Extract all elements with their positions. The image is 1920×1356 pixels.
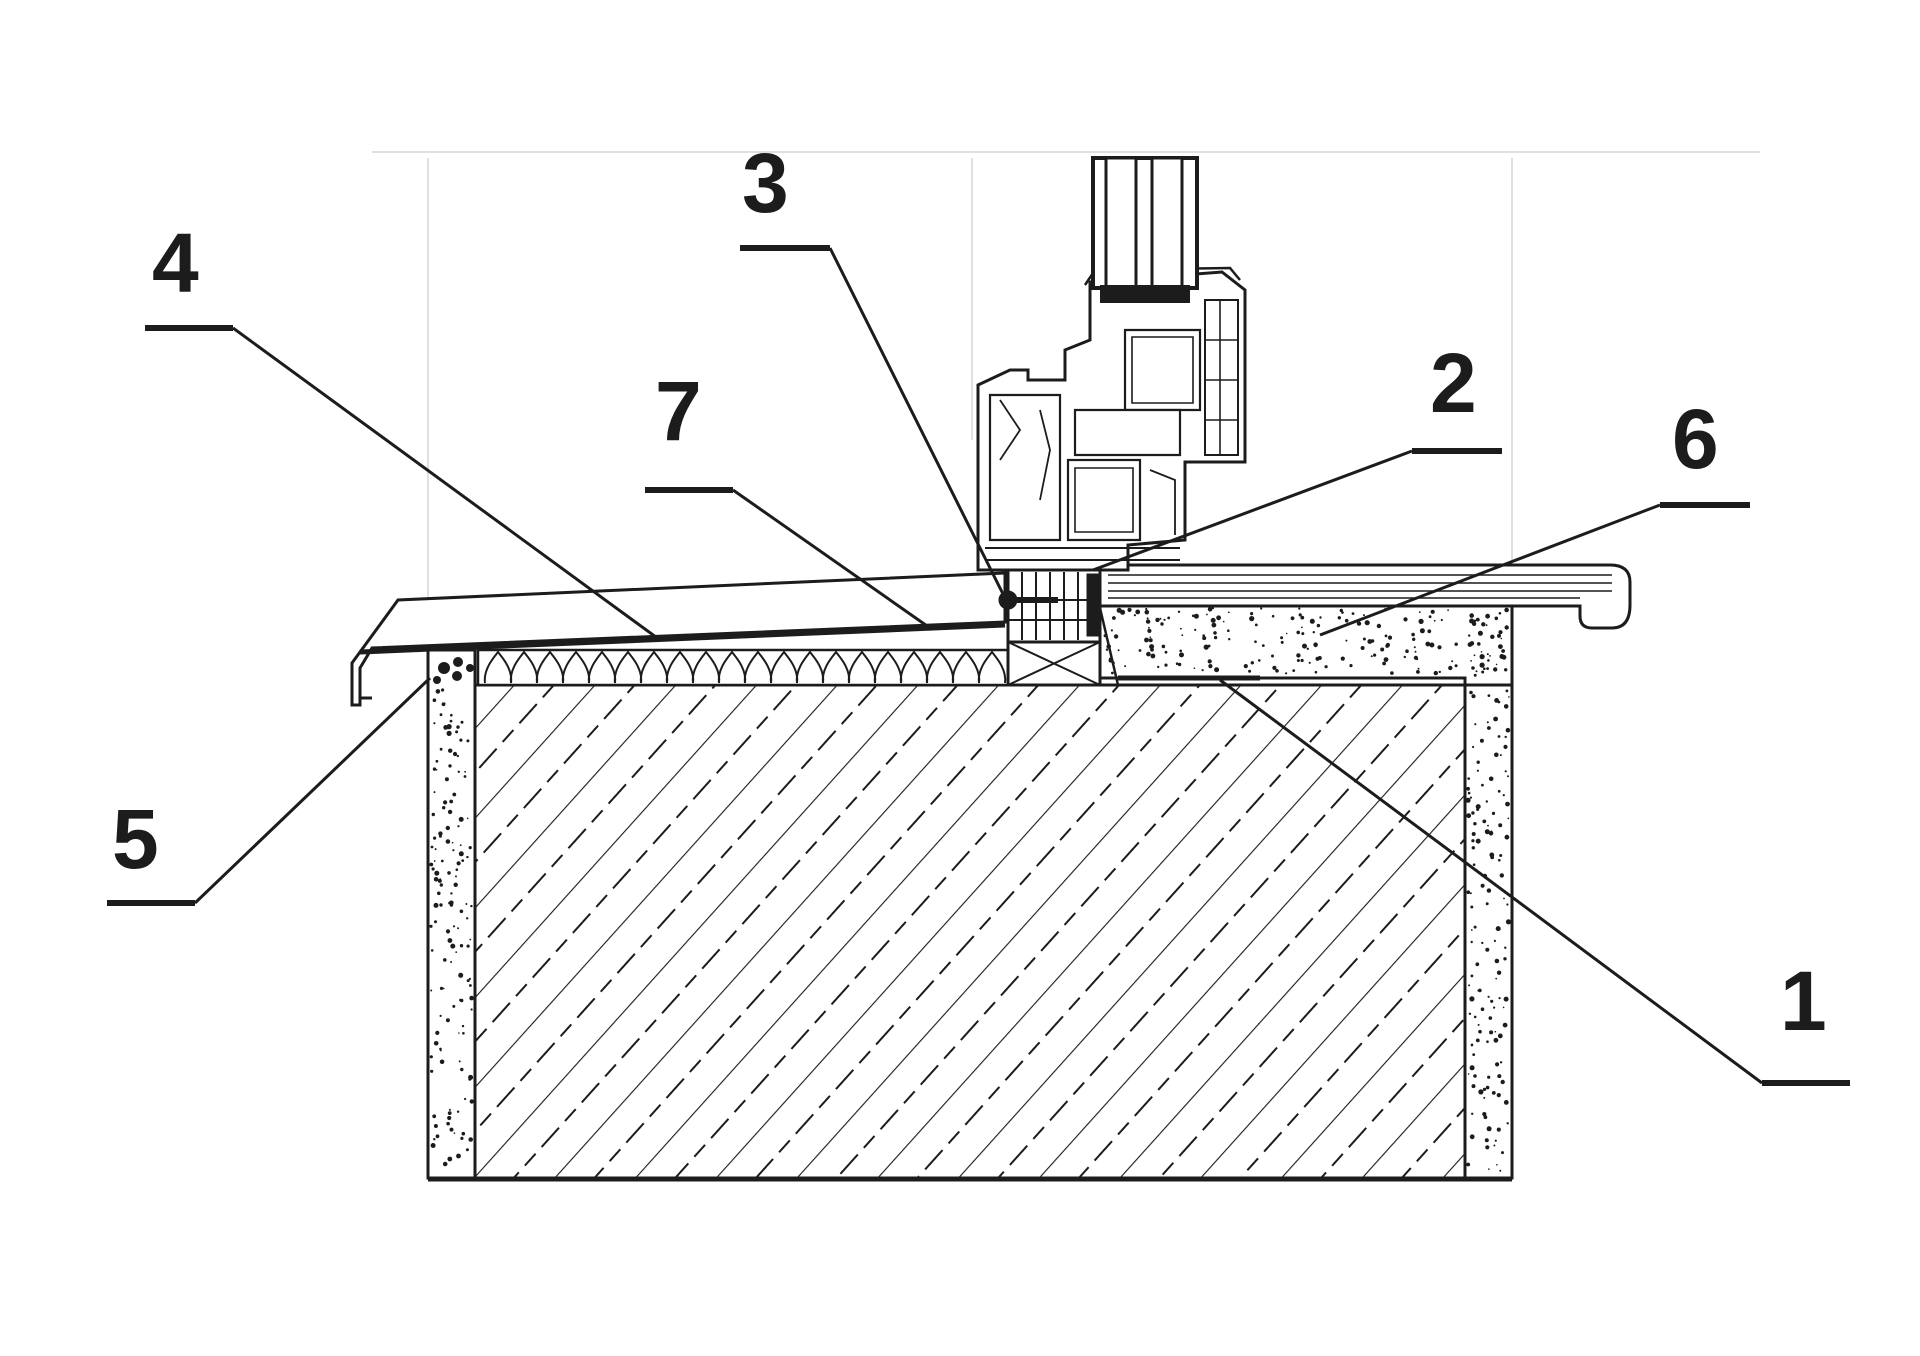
callout-6: 6: [1672, 392, 1719, 486]
masonry-wall: [473, 683, 1467, 1180]
leader-3: [828, 247, 1012, 609]
leader-7: [732, 488, 931, 630]
callout-7: 7: [655, 364, 702, 458]
callout-5: 5: [112, 792, 159, 886]
callout-1: 1: [1780, 954, 1827, 1048]
leader-1: [1219, 678, 1763, 1085]
leader-5: [193, 676, 432, 905]
callout-3: 3: [742, 136, 789, 230]
leader-6: [1319, 503, 1661, 637]
insulation-strip: [476, 648, 1010, 687]
leader-lines: [107, 245, 1850, 1086]
mounting-block: [1006, 607, 1260, 687]
callout-numbers: 1 2 3 4 5 6 7: [112, 136, 1827, 1048]
interior-window-board: [1098, 563, 1632, 630]
plaster-dots: [429, 607, 1512, 1172]
exterior-plaster: [426, 648, 477, 1180]
callout-2: 2: [1430, 336, 1477, 430]
sealing-cord: [433, 657, 474, 684]
exterior-sill: [350, 571, 1007, 707]
glazing-unit: [1091, 156, 1199, 303]
leader-2: [1092, 449, 1413, 572]
callout-4: 4: [152, 216, 199, 310]
window-frame-profile: [976, 266, 1247, 644]
leader-4: [232, 326, 661, 642]
